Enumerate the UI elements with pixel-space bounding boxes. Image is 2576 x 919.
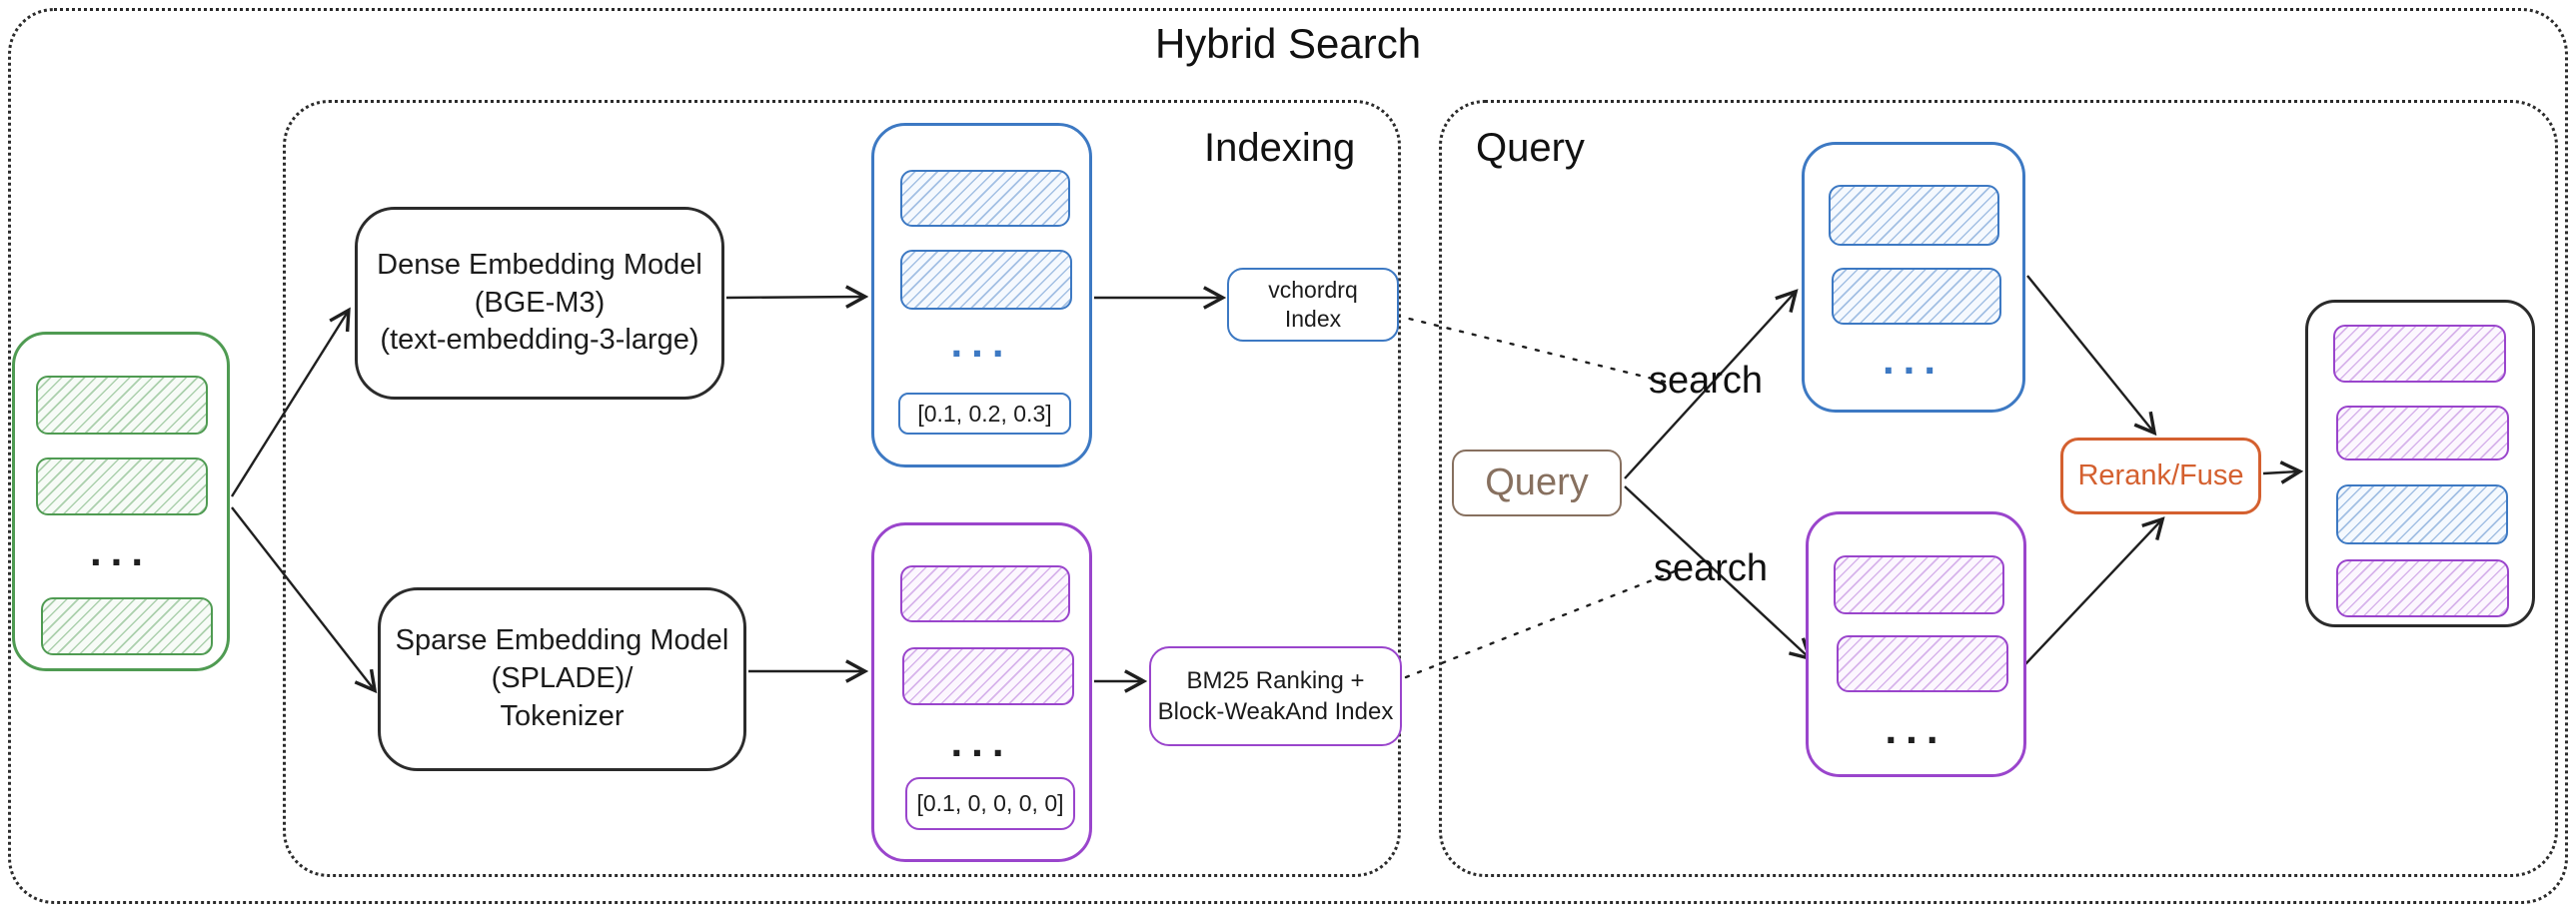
sparse-embedding-model-box: Sparse Embedding Model (SPLADE)/ Tokeniz…	[378, 587, 746, 771]
dense-vector-sample: [0.1, 0.2, 0.3]	[898, 393, 1071, 435]
sparse-results-ellipsis: ...	[1885, 705, 1947, 752]
dense-embedding-model-box: Dense Embedding Model (BGE-M3) (text-emb…	[355, 207, 724, 400]
query-input-box: Query	[1452, 450, 1622, 516]
dense-results-ellipsis: ...	[1882, 336, 1944, 383]
rerank-fuse-box: Rerank/Fuse	[2060, 438, 2261, 514]
dense-vector-bar	[900, 170, 1070, 227]
query-region-label: Query	[1476, 126, 1585, 170]
dense-vector-bar	[900, 250, 1072, 310]
fused-result-bar-purple	[2333, 325, 2506, 383]
dense-model-line-1: Dense Embedding Model	[377, 248, 702, 281]
sparse-vector-bar	[900, 565, 1070, 622]
fused-result-bar-blue	[2336, 484, 2508, 544]
search-sparse-label: search	[1654, 547, 1769, 589]
document-bar	[36, 376, 208, 435]
sparse-vector-bar	[902, 647, 1074, 705]
sparse-result-bar	[1834, 555, 2004, 614]
search-dense-label: search	[1649, 360, 1764, 402]
dense-result-bar	[1832, 268, 2001, 325]
sparse-vectors-stack: ... [0.1, 0, 0, 0, 0]	[871, 522, 1092, 862]
fused-result-bar-purple	[2336, 406, 2509, 460]
query-region	[1439, 100, 2558, 877]
dense-model-line-3: (text-embedding-3-large)	[380, 324, 699, 357]
dense-vectors-ellipsis: ...	[950, 319, 1013, 366]
fused-results-stack	[2305, 300, 2535, 627]
sparse-result-bar	[1837, 635, 2008, 692]
outer-frame	[8, 8, 2568, 904]
fused-result-bar-purple	[2336, 559, 2509, 617]
sparse-model-line-2: (SPLADE)/	[491, 662, 634, 695]
document-bar	[36, 458, 208, 515]
diagram-title: Hybrid Search	[1154, 20, 1422, 67]
source-documents-stack: ...	[12, 332, 230, 671]
bm25-index-line-1: BM25 Ranking +	[1186, 666, 1365, 694]
document-bar	[41, 597, 213, 655]
indexing-region-label: Indexing	[1204, 126, 1356, 170]
bm25-index-box: BM25 Ranking + Block-WeakAnd Index	[1149, 646, 1402, 746]
sparse-model-line-1: Sparse Embedding Model	[395, 624, 729, 657]
vchordrq-index-line-2: Index	[1284, 306, 1342, 332]
sparse-model-line-3: Tokenizer	[500, 699, 625, 732]
bm25-index-line-2: Block-WeakAnd Index	[1157, 698, 1394, 725]
vchordrq-index-line-1: vchordrq	[1268, 277, 1358, 304]
documents-ellipsis: ...	[89, 527, 152, 574]
sparse-vector-sample: [0.1, 0, 0, 0, 0]	[905, 777, 1075, 830]
dense-results-stack: ...	[1802, 142, 2025, 413]
sparse-vectors-ellipsis: ...	[950, 718, 1013, 765]
sparse-results-stack: ...	[1806, 511, 2026, 777]
dense-model-line-2: (BGE-M3)	[474, 286, 606, 319]
dense-vectors-stack: ... [0.1, 0.2, 0.3]	[871, 123, 1092, 467]
vchordrq-index-box: vchordrq Index	[1227, 268, 1399, 342]
dense-result-bar	[1829, 185, 1999, 246]
